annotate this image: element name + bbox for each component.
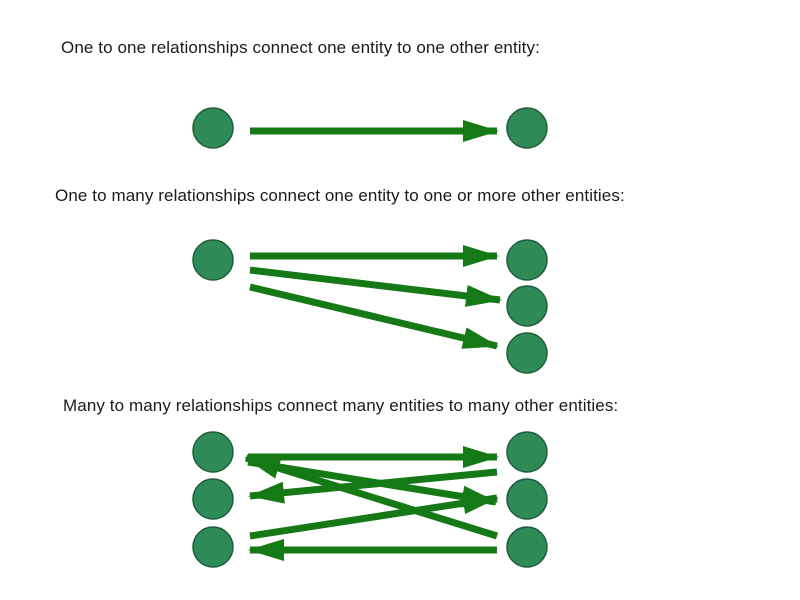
relationship-arrow bbox=[248, 468, 498, 504]
entity-node bbox=[506, 239, 548, 281]
entity-node bbox=[192, 478, 234, 520]
one-to-many-group bbox=[192, 239, 548, 374]
relationship-arrow bbox=[244, 454, 499, 540]
entity-node bbox=[192, 107, 234, 149]
entity-node bbox=[506, 107, 548, 149]
relationship-arrow bbox=[249, 492, 499, 540]
entity-node bbox=[506, 332, 548, 374]
relationship-arrow bbox=[249, 266, 502, 307]
entity-node bbox=[506, 478, 548, 520]
entity-node bbox=[506, 526, 548, 568]
one-to-one-group bbox=[192, 107, 548, 149]
many-to-many-group bbox=[192, 431, 548, 568]
entity-node bbox=[192, 239, 234, 281]
one-to-one-caption: One to one relationships connect one ent… bbox=[61, 38, 540, 57]
entity-node bbox=[192, 431, 234, 473]
relationship-arrow bbox=[249, 283, 499, 350]
entity-node bbox=[506, 431, 548, 473]
entity-node bbox=[506, 285, 548, 327]
one-to-many-caption: One to many relationships connect one en… bbox=[55, 186, 625, 205]
entity-node bbox=[192, 526, 234, 568]
many-to-many-caption: Many to many relationships connect many … bbox=[63, 396, 619, 415]
